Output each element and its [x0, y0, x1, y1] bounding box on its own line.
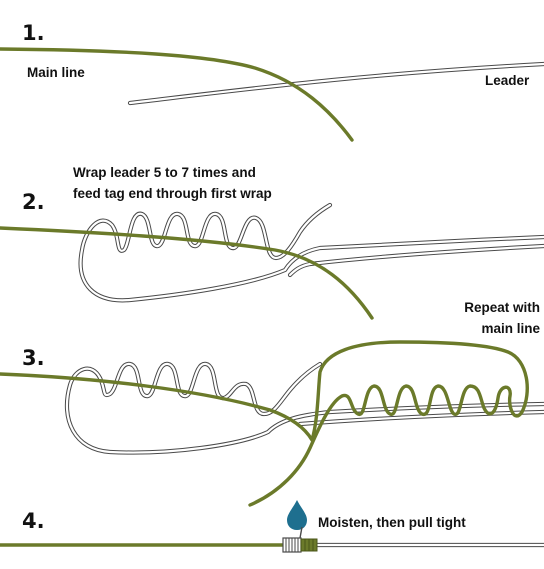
main-line-label: Main line — [27, 65, 85, 80]
main-line-step-3 — [0, 340, 529, 507]
step-2-number: 2. — [22, 190, 45, 214]
main-line-step-1 — [0, 47, 354, 142]
step-2: 2. Wrap leader 5 to 7 times and feed tag… — [0, 165, 544, 320]
leader-wraps-step-2 — [78, 202, 544, 303]
finished-knot-icon — [282, 526, 318, 553]
step-4-number: 4. — [22, 509, 45, 533]
main-line-step-2 — [0, 226, 374, 320]
step-3-number: 3. — [22, 346, 45, 370]
step-2-instruction-line-2: feed tag end through first wrap — [73, 186, 272, 201]
step-3-instruction-line-2: main line — [481, 321, 540, 336]
step-1-number: 1. — [22, 21, 45, 45]
step-2-instruction-line-1: Wrap leader 5 to 7 times and — [73, 165, 256, 180]
step-4-instruction: Moisten, then pull tight — [318, 515, 466, 530]
leader-line-step-1 — [127, 61, 544, 106]
leader-label: Leader — [485, 73, 530, 88]
water-drop-icon — [287, 500, 307, 530]
step-1: 1. Main line Leader — [0, 21, 544, 142]
step-4: 4. Moisten, then pull tight — [0, 500, 544, 553]
step-3-instruction-line-1: Repeat with — [464, 300, 540, 315]
step-3: 3. Repeat with main line — [0, 300, 544, 507]
leader-wraps-step-3 — [64, 361, 544, 455]
